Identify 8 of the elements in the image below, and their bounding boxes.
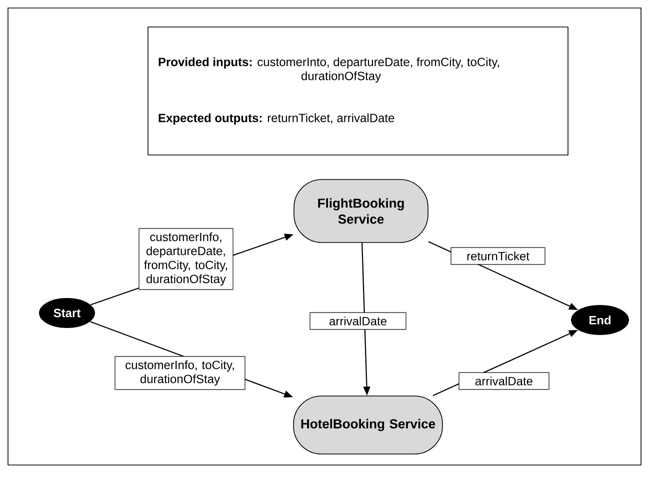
edge-label: returnTicket [450, 247, 546, 265]
info-box: Provided inputs: customerInto, departureDate, fromCity, toCity, durationOfStay Expected outputs: returnTicket, arrivalDate [148, 26, 568, 156]
edge-label: arrivalDate [310, 312, 406, 330]
service-box: FlightBooking Service [294, 179, 428, 243]
edge-label: arrivalDate [458, 372, 550, 390]
service-box: HotelBooking Service [293, 396, 443, 454]
edge-label: customerInfo, toCity, durationOfStay [114, 356, 246, 390]
edge-label: customerInfo, departureDate, fromCity, toCity, durationOfStay [138, 228, 234, 290]
